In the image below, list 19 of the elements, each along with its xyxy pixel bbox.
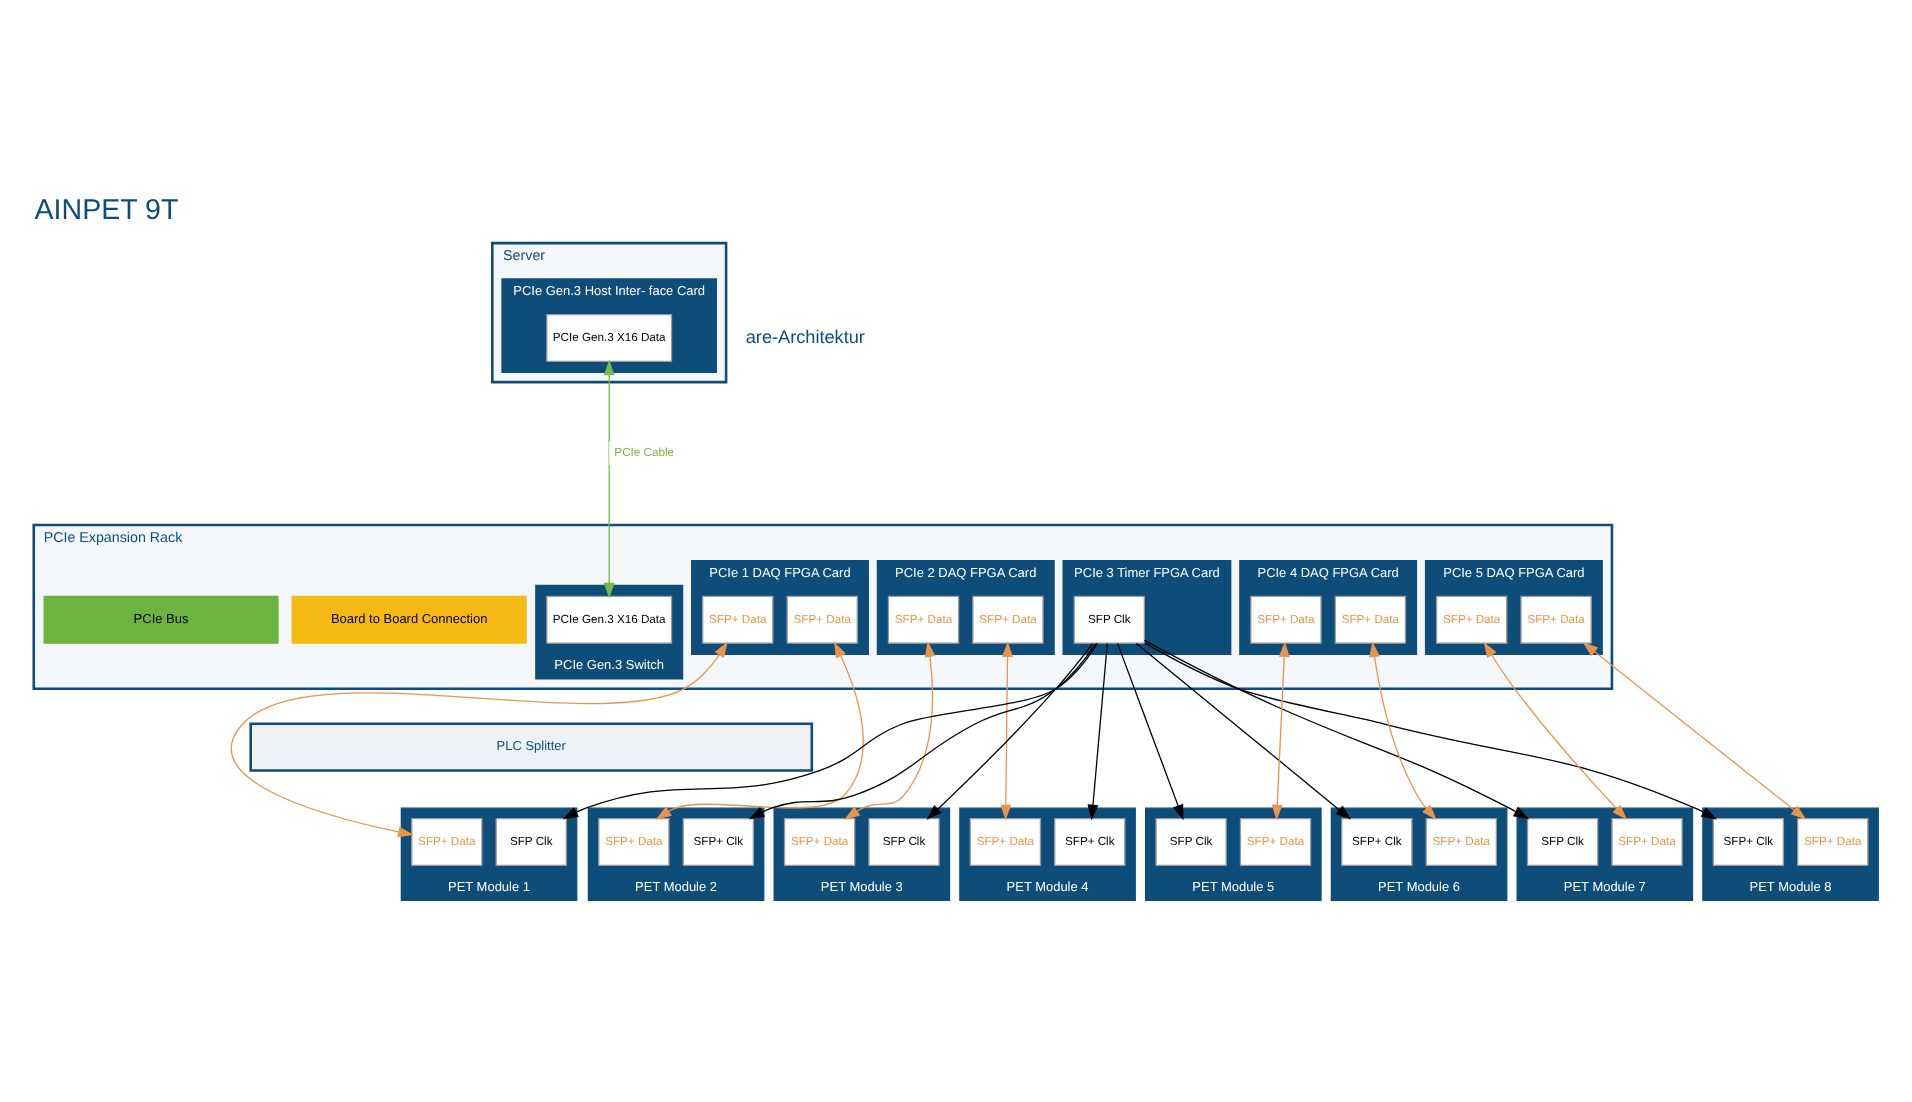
arrow	[748, 642, 1097, 820]
arrow	[1000, 641, 1013, 821]
arrow	[1483, 641, 1628, 820]
label: are-Architektur	[745, 326, 865, 347]
arrow	[1582, 642, 1807, 820]
arrow	[1144, 642, 1718, 820]
arrow	[655, 641, 864, 820]
arrow	[1135, 642, 1352, 820]
arrow	[1087, 642, 1108, 821]
arrow	[1116, 642, 1184, 821]
arrow	[230, 641, 728, 838]
arrow	[1271, 641, 1290, 821]
arrow	[1369, 641, 1437, 820]
arrow	[1143, 639, 1530, 820]
arrow	[844, 641, 936, 820]
arrow	[562, 642, 1098, 820]
diagram-title: AINPET 9T	[34, 195, 179, 228]
arrow	[603, 359, 615, 599]
arrow	[926, 642, 1094, 820]
